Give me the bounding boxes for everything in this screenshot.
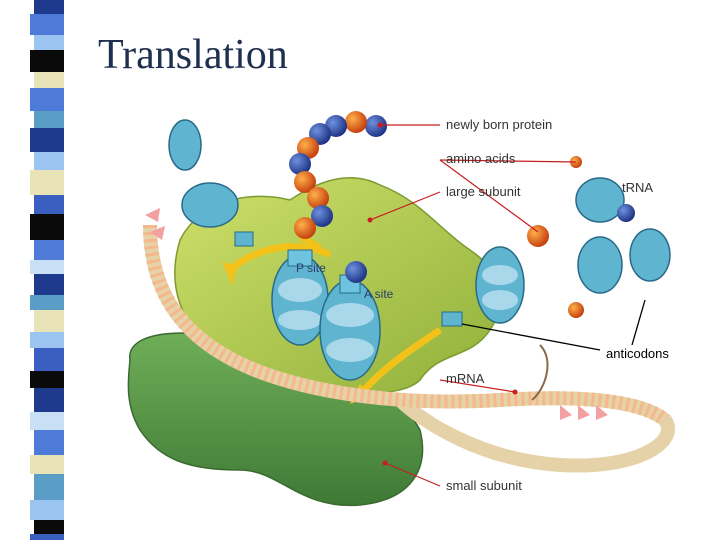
strip-block — [34, 35, 64, 50]
strip-block — [30, 128, 64, 152]
strip-block — [30, 412, 64, 430]
strip-block — [34, 195, 64, 214]
strip-block — [34, 348, 64, 371]
strip-block — [30, 455, 64, 474]
strip-block — [30, 14, 64, 35]
anticodon-pointers — [461, 299, 646, 351]
amino-acid-bead — [617, 204, 635, 222]
strip-block — [30, 332, 64, 348]
amino-acid-bead — [527, 225, 549, 247]
strip-block — [34, 310, 64, 332]
slide-title: Translation — [98, 32, 288, 78]
label-anticodons: anticodons — [606, 346, 669, 361]
trna-free-2 — [577, 236, 623, 294]
strip-block — [34, 388, 64, 412]
mrna-codon-markers — [145, 208, 608, 420]
strip-block — [30, 88, 64, 111]
label-newly-born-protein: newly born protein — [446, 117, 552, 132]
strip-block — [34, 0, 64, 14]
movement-arrow — [227, 243, 332, 273]
strip-block — [30, 500, 64, 520]
strip-block — [30, 260, 64, 274]
strip-block — [30, 214, 64, 240]
strip-block — [34, 240, 64, 260]
strip-block — [30, 170, 64, 195]
strip-block — [34, 274, 64, 295]
protein-chain — [289, 111, 387, 283]
strip-block — [34, 111, 64, 128]
mrna-tail — [531, 344, 549, 401]
strip-block — [34, 152, 64, 170]
trna-free-1 — [575, 177, 671, 282]
strip-block — [30, 534, 64, 540]
strip-block — [30, 371, 64, 388]
label-p-site: P site — [296, 261, 326, 275]
label-small-subunit: small subunit — [446, 478, 522, 493]
decorative-color-strip — [30, 0, 64, 540]
label-pointer-dots — [367, 122, 518, 466]
label-amino-acids: amino acids — [446, 151, 516, 166]
trna-a-site — [319, 274, 381, 381]
strip-block — [34, 520, 64, 534]
label-mrna: mRNA — [446, 371, 485, 386]
movement-arrow — [299, 235, 322, 251]
strip-block — [30, 50, 64, 72]
amino-acid-bead — [568, 302, 584, 318]
strip-block — [34, 474, 64, 500]
movement-arrow-head — [222, 262, 238, 285]
trna-exiting — [168, 119, 254, 247]
trna-incoming — [441, 246, 525, 327]
label-pointers — [369, 124, 577, 487]
mrna-strand-ticks — [143, 224, 670, 426]
strip-block — [34, 430, 64, 455]
strip-block — [34, 72, 64, 88]
label-trna: tRNA — [622, 180, 653, 195]
label-large-subunit: large subunit — [446, 184, 521, 199]
strip-block — [30, 295, 64, 310]
label-a-site: A site — [364, 287, 394, 301]
movement-arrow — [357, 327, 442, 398]
